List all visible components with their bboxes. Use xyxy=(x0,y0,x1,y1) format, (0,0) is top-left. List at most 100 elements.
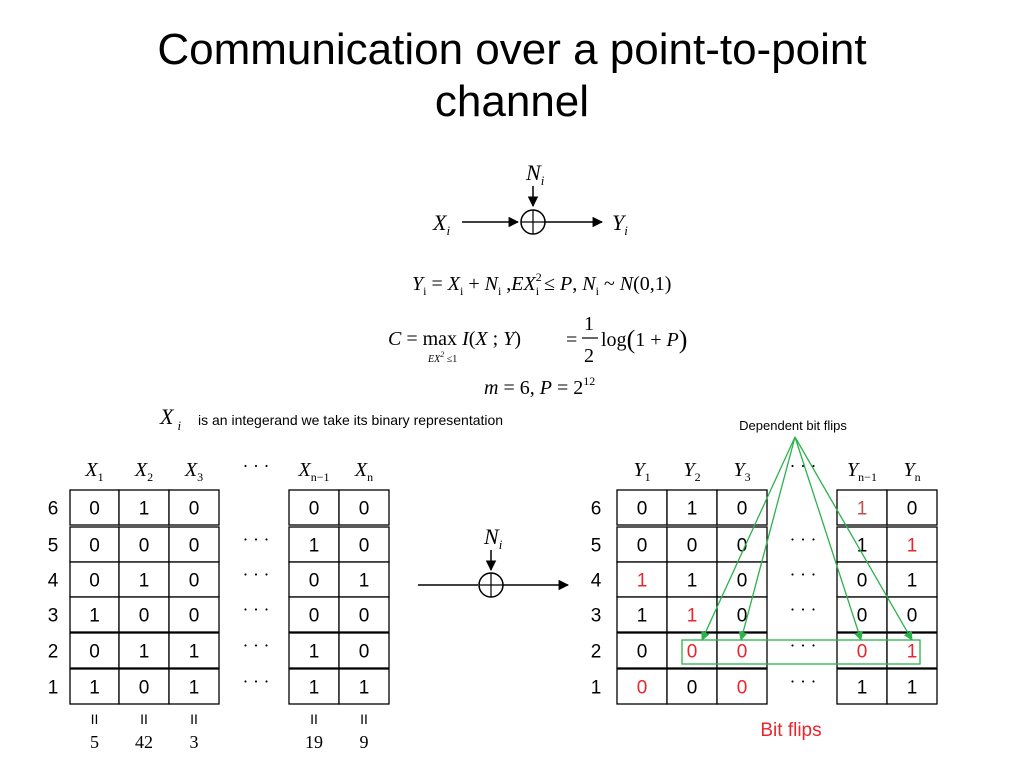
input-cell-value: 1 xyxy=(359,571,370,592)
output-column-header: Y3 xyxy=(733,459,750,484)
decimal-value: 5 xyxy=(90,732,99,752)
output-row-label: 4 xyxy=(591,571,602,592)
output-cell-value: 0 xyxy=(737,642,748,663)
input-cell-value: 0 xyxy=(359,536,370,557)
output-cell-value: 0 xyxy=(637,536,648,557)
middle-channel: Ni xyxy=(418,524,570,598)
decimal-value: 9 xyxy=(360,732,369,752)
output-cell-value: 0 xyxy=(687,642,698,663)
input-column-header: X2 xyxy=(134,459,153,484)
input-cell xyxy=(69,596,120,633)
decimal-value: 3 xyxy=(190,732,199,752)
input-row-label: 3 xyxy=(48,606,59,627)
output-cell xyxy=(616,489,668,526)
output-cell-value: 0 xyxy=(737,536,748,557)
output-cell-value: 1 xyxy=(857,499,868,520)
input-cell xyxy=(288,668,340,705)
input-symbol: Xi xyxy=(432,210,450,238)
output-cell-value: 0 xyxy=(687,678,698,699)
input-header-ellipsis: · · · xyxy=(243,456,270,476)
slide-title-line1: Communication over a point-to-point xyxy=(157,25,866,74)
input-cell-value: 1 xyxy=(309,678,320,699)
output-cell xyxy=(616,561,668,598)
input-cell-value: 0 xyxy=(309,499,320,520)
output-cell-value: 0 xyxy=(737,606,748,627)
output-column-header: Yn−1 xyxy=(847,459,877,484)
half-numerator: 1 xyxy=(584,313,594,335)
output-cell-value: 0 xyxy=(737,678,748,699)
input-row-ellipsis: · · · xyxy=(243,672,270,692)
input-cell-value: 0 xyxy=(359,606,370,627)
output-row-label: 3 xyxy=(591,606,602,627)
output-cell-value: 1 xyxy=(907,571,918,592)
output-cell xyxy=(616,668,668,705)
input-cell-value: 0 xyxy=(139,678,150,699)
input-cell-value: 1 xyxy=(359,678,370,699)
decimal-value: 19 xyxy=(305,732,323,752)
middle-adder-icon xyxy=(478,572,504,598)
output-cell-value: 0 xyxy=(857,606,868,627)
input-cell-value: 0 xyxy=(309,571,320,592)
slide-title-line2: channel xyxy=(435,77,589,126)
output-cell xyxy=(716,668,768,705)
input-row-ellipsis: · · · xyxy=(243,636,270,656)
output-cell-value: 1 xyxy=(687,571,698,592)
input-row-label: 4 xyxy=(48,571,59,592)
output-cell-value: 0 xyxy=(637,499,648,520)
input-cell xyxy=(118,526,170,563)
bit-flips-label: Bit flips xyxy=(760,720,821,741)
decimal-equals-sign: II xyxy=(140,711,148,727)
output-row-ellipsis: · · · xyxy=(790,565,817,585)
output-cell xyxy=(886,489,938,526)
output-cell xyxy=(666,668,718,705)
input-row-ellipsis: · · · xyxy=(243,600,270,620)
input-cell xyxy=(168,526,220,563)
output-row-label: 6 xyxy=(591,499,602,520)
input-cell xyxy=(288,632,340,669)
input-cell xyxy=(338,668,390,705)
output-header-ellipsis: · · · xyxy=(790,456,817,476)
output-cell xyxy=(616,526,668,563)
output-cell xyxy=(616,632,668,669)
input-column-header: X3 xyxy=(184,459,203,484)
dependent-flip-annotations xyxy=(681,436,921,665)
output-cell xyxy=(886,561,938,598)
output-row-label: 2 xyxy=(591,642,602,663)
noise-symbol: Ni xyxy=(525,160,545,188)
capacity-constraint: EX2 ≤1 xyxy=(427,350,457,365)
note-text: is an integerand we take its binary repr… xyxy=(198,412,503,428)
output-cell-value: 0 xyxy=(907,606,918,627)
equation-parameters: m = 6, P = 212 xyxy=(484,374,595,399)
input-cell xyxy=(168,489,220,526)
input-cell-value: 1 xyxy=(189,678,200,699)
decimal-equals-sign: II xyxy=(360,711,368,727)
input-cell xyxy=(338,596,390,633)
output-column-header: Yn xyxy=(903,459,920,484)
input-row-label: 1 xyxy=(48,678,59,699)
decimal-equals-sign: II xyxy=(190,711,198,727)
output-cell xyxy=(886,596,938,633)
output-cell-value: 1 xyxy=(687,499,698,520)
input-cell xyxy=(288,526,340,563)
input-cell-value: 0 xyxy=(309,606,320,627)
output-cell-value: 0 xyxy=(737,499,748,520)
output-cell-value: 1 xyxy=(907,678,918,699)
decimal-equals-sign: II xyxy=(310,711,318,727)
input-cell xyxy=(118,596,170,633)
input-cell xyxy=(288,489,340,526)
output-cell xyxy=(886,668,938,705)
equation-capacity: C = max I(X ; Y) xyxy=(388,328,521,350)
dependent-flips-box xyxy=(681,639,921,665)
input-row-label: 6 xyxy=(48,499,59,520)
dependent-flip-arrow xyxy=(738,436,796,641)
half-denominator: 2 xyxy=(584,345,594,367)
output-cell-value: 1 xyxy=(857,678,868,699)
output-cell-value: 0 xyxy=(687,536,698,557)
input-cell-value: 1 xyxy=(309,642,320,663)
input-cell-value: 0 xyxy=(89,571,100,592)
